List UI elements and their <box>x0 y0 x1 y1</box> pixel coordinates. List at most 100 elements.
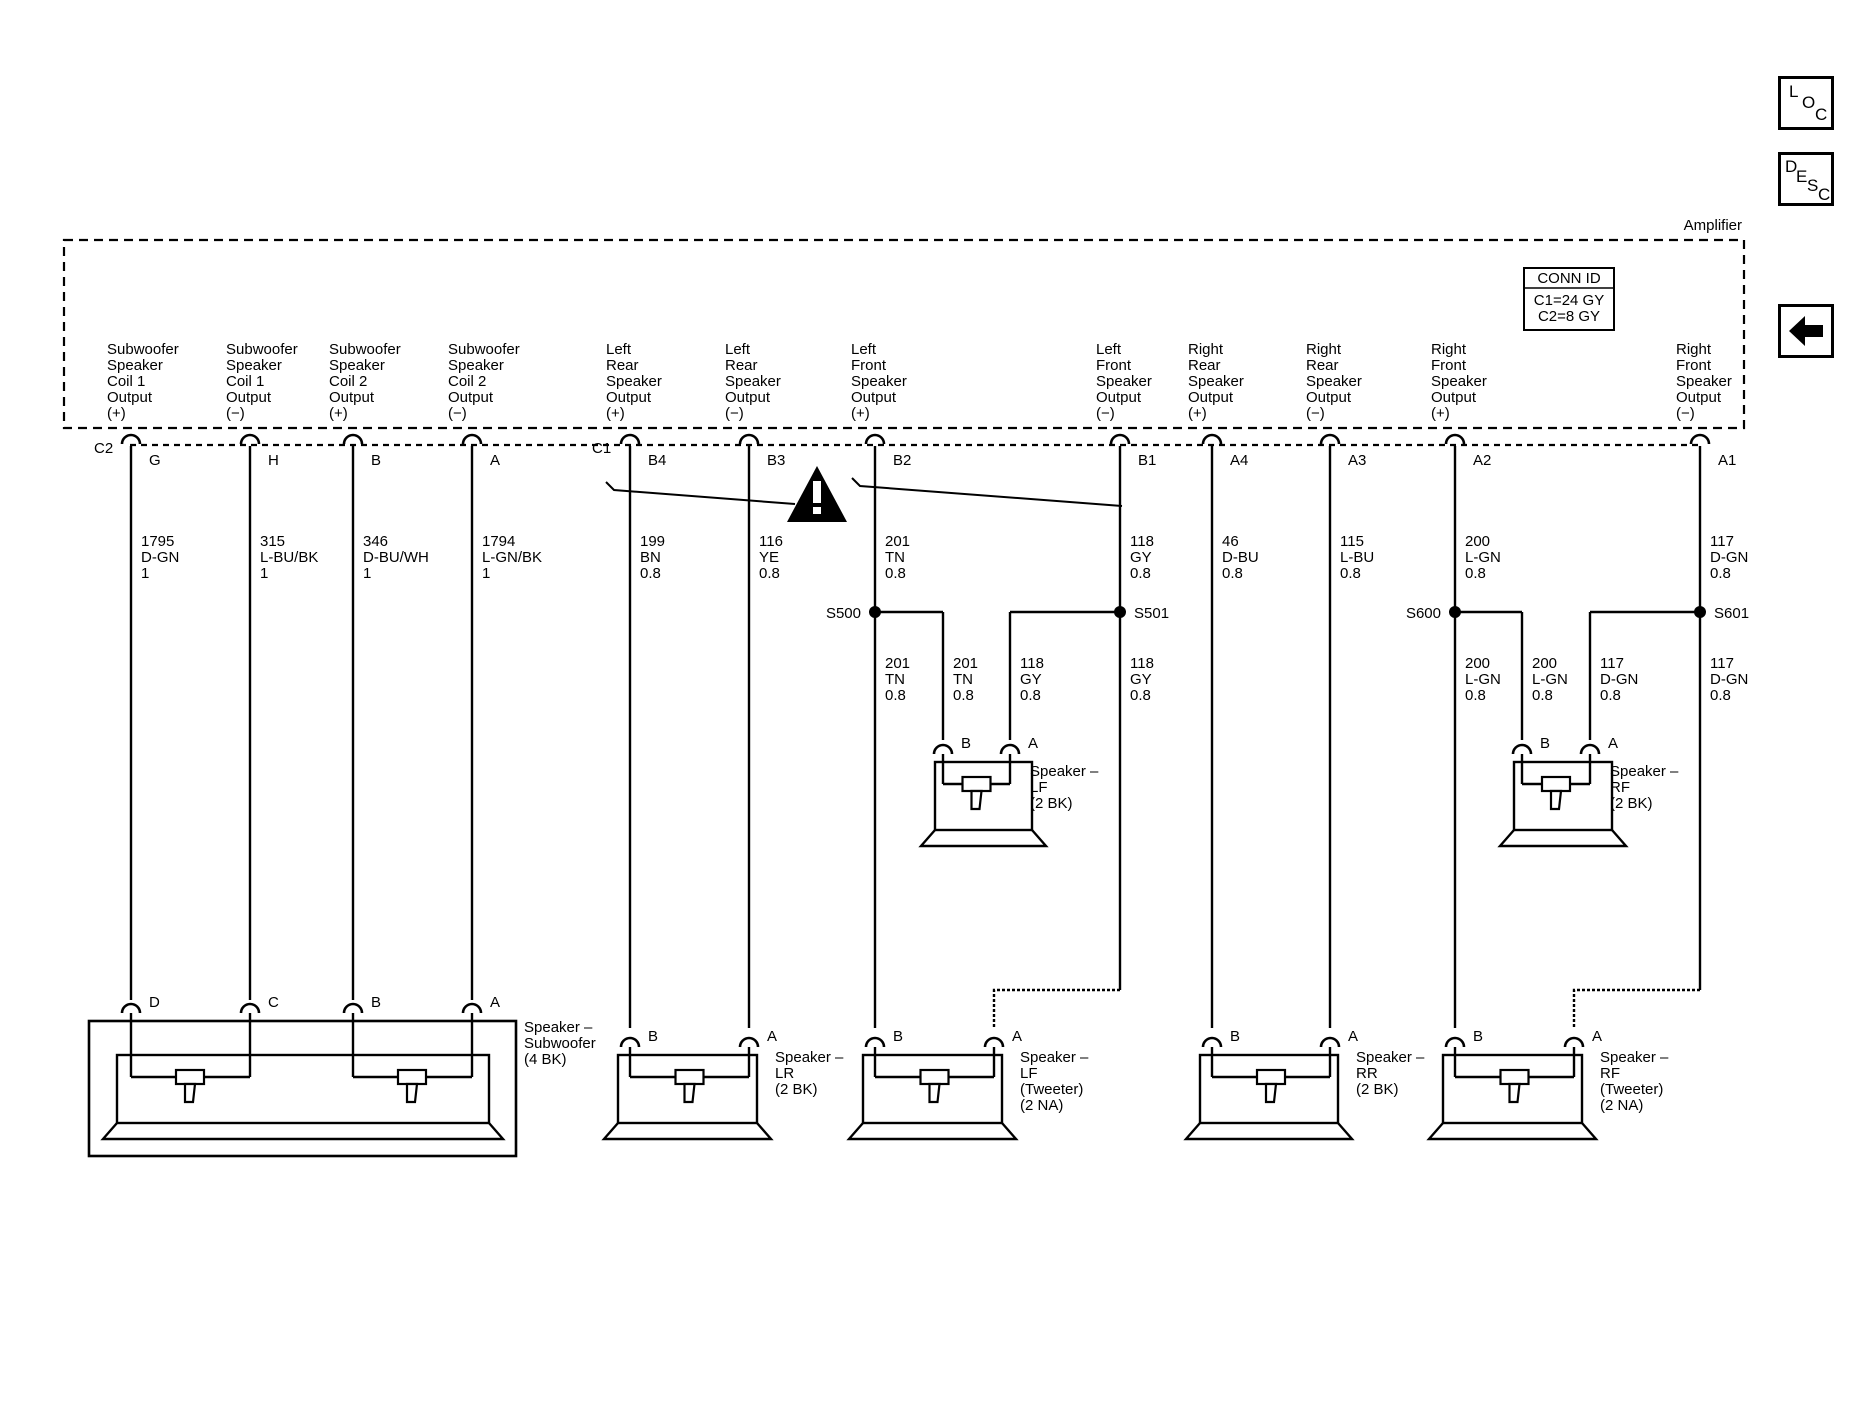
wire-circuit: 201 <box>885 655 910 672</box>
conn-id-c2: C2=8 GY <box>1538 308 1600 325</box>
speaker-pin-terminal <box>1444 1036 1466 1048</box>
amp-output-label-line: Subwoofer <box>448 341 520 358</box>
amp-output-label-line: (+) <box>606 405 625 422</box>
loc-button[interactable]: L O C <box>1778 76 1834 130</box>
subwoofer-pin-terminal <box>461 1002 483 1014</box>
amp-pin-label: A <box>490 452 500 469</box>
wire-circuit: 117 <box>1600 655 1624 672</box>
amp-output-label-line: Subwoofer <box>107 341 179 358</box>
amp-output-label-line: Right <box>1306 341 1342 358</box>
speaker-base <box>1426 1122 1599 1141</box>
amp-output-label-line: Speaker <box>107 357 163 374</box>
wire-size: 0.8 <box>1710 687 1731 704</box>
amp-output-label-line: Subwoofer <box>226 341 298 358</box>
wire-color: GY <box>1020 671 1042 688</box>
speaker-pin-terminal <box>1201 1036 1223 1048</box>
speaker-pin-label: B <box>648 1028 658 1045</box>
speaker-cone-icon <box>405 1082 419 1104</box>
amp-output-label-line: Speaker <box>1306 373 1362 390</box>
wire-size: 0.8 <box>1710 565 1731 582</box>
back-button[interactable] <box>1778 304 1834 358</box>
wire-circuit: 315 <box>260 533 285 550</box>
subwoofer-body <box>115 1053 491 1125</box>
wire-color: L-GN <box>1465 549 1501 566</box>
wire-circuit: 46 <box>1222 533 1239 550</box>
amp-pin-terminal <box>1319 433 1341 445</box>
speaker-label: Speaker –LF(2 BK) <box>1030 763 1099 812</box>
amp-output-label-line: Front <box>1676 357 1712 374</box>
speaker-pin-label: B <box>1473 1028 1483 1045</box>
desc-letter-3: S <box>1807 176 1819 195</box>
amp-pin-label: H <box>268 452 279 469</box>
speaker-label-line: (2 BK) <box>775 1081 818 1098</box>
amplifier-label: Amplifier <box>1684 217 1742 234</box>
speaker-body <box>1441 1053 1584 1125</box>
wire-circuit: 200 <box>1465 655 1490 672</box>
speaker-pin-terminal <box>1563 1036 1585 1048</box>
wire-color: D-BU/WH <box>363 549 429 566</box>
amp-pin-terminal <box>619 433 641 445</box>
speaker-magnet-icon <box>674 1068 705 1086</box>
speaker-pin-terminal <box>999 743 1021 755</box>
subwoofer-pin-label: B <box>371 994 381 1011</box>
speaker-pin-label: B <box>961 735 971 752</box>
amp-output-label-line: Subwoofer <box>329 341 401 358</box>
subwoofer-pin-terminal <box>239 1002 261 1014</box>
speaker-label-line: (Tweeter) <box>1600 1081 1663 1098</box>
amp-output-label-line: Output <box>725 389 771 406</box>
amp-output-label-line: Coil 1 <box>107 373 145 390</box>
amplifier-boundary <box>62 238 1746 430</box>
speaker-body <box>1198 1053 1340 1125</box>
desc-button[interactable]: D E S C <box>1778 152 1834 206</box>
amp-output-label-line: Coil 2 <box>329 373 367 390</box>
amp-output-label-line: (−) <box>226 405 245 422</box>
amp-output-label-line: Rear <box>1306 357 1339 374</box>
speaker-label-line: RR <box>1356 1065 1378 1082</box>
speaker-magnet-icon <box>1540 775 1572 793</box>
amp-output-label-line: Output <box>448 389 494 406</box>
speaker-pin-terminal <box>1511 743 1533 755</box>
speaker-cone-icon <box>683 1082 696 1104</box>
speaker-label: Speaker –LF(Tweeter)(2 NA) <box>1020 1049 1089 1114</box>
wire-size: 0.8 <box>1600 687 1621 704</box>
speaker-label-line: Speaker – <box>775 1049 844 1066</box>
amp-pin-label: B2 <box>893 452 911 469</box>
amp-output-label-line: Speaker <box>725 373 781 390</box>
connector-c1-label: C1 <box>592 440 611 457</box>
speaker-pin-label: B <box>1540 735 1550 752</box>
conn-id-c1: C1=24 GY <box>1534 292 1604 309</box>
wire-color: GY <box>1130 549 1152 566</box>
conn-id-box: CONN ID C1=24 GY C2=8 GY <box>1523 267 1615 331</box>
speaker-magnet-icon <box>961 775 992 793</box>
amp-pin-label: A3 <box>1348 452 1366 469</box>
amp-output-label-line: Speaker <box>448 357 504 374</box>
speaker-magnet-icon <box>919 1068 950 1086</box>
amp-output-label-line: (+) <box>851 405 870 422</box>
wire-lf-tweeter-minus <box>992 988 1120 1028</box>
amp-output-label-line: (−) <box>725 405 744 422</box>
wire-color: D-GN <box>1710 549 1748 566</box>
amp-output-label-line: Rear <box>1188 357 1221 374</box>
speaker <box>918 760 1049 848</box>
speaker-base <box>918 829 1049 848</box>
wire-circuit: 118 <box>1130 655 1154 672</box>
speaker-pin-label: A <box>1012 1028 1022 1045</box>
speaker-cone-icon <box>928 1082 941 1104</box>
amp-output-label-line: Output <box>606 389 652 406</box>
caution-pointer-left <box>605 481 796 505</box>
speaker-label-line: LR <box>775 1065 794 1082</box>
desc-letter-2: E <box>1796 167 1808 186</box>
wire-circuit: 201 <box>953 655 978 672</box>
amp-output-label-line: Output <box>1431 389 1477 406</box>
amp-output-label-line: Speaker <box>1188 373 1244 390</box>
wire-color: YE <box>759 549 779 566</box>
